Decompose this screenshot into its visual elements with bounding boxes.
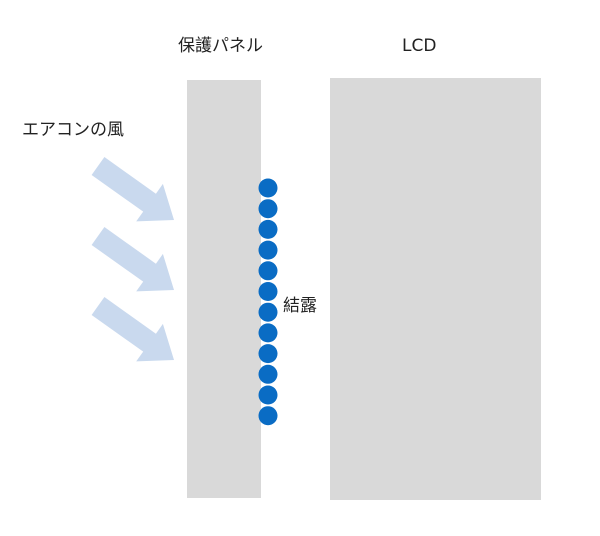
condensation-droplet (258, 199, 278, 219)
airflow-arrow (91, 297, 174, 362)
condensation-droplet (258, 282, 278, 301)
condensation-droplet (258, 406, 278, 426)
protective-panel (187, 80, 261, 498)
condensation-droplet (258, 385, 278, 405)
condensation-label: 結露 (283, 296, 317, 316)
condensation-droplet (258, 364, 278, 384)
condensation-droplet (258, 302, 278, 322)
lcd-panel (330, 78, 541, 500)
protective-panel-label: 保護パネル (178, 36, 263, 56)
condensation-droplet (258, 261, 278, 281)
airflow-arrow (91, 227, 174, 292)
condensation-droplet (258, 178, 278, 198)
airflow-label: エアコンの風 (22, 120, 124, 140)
lcd-label: LCD (402, 36, 437, 56)
condensation-droplet (258, 240, 278, 260)
condensation-droplet (258, 344, 278, 364)
condensation-droplet (258, 323, 278, 343)
airflow-arrow (91, 157, 174, 222)
condensation-droplet (258, 219, 278, 239)
